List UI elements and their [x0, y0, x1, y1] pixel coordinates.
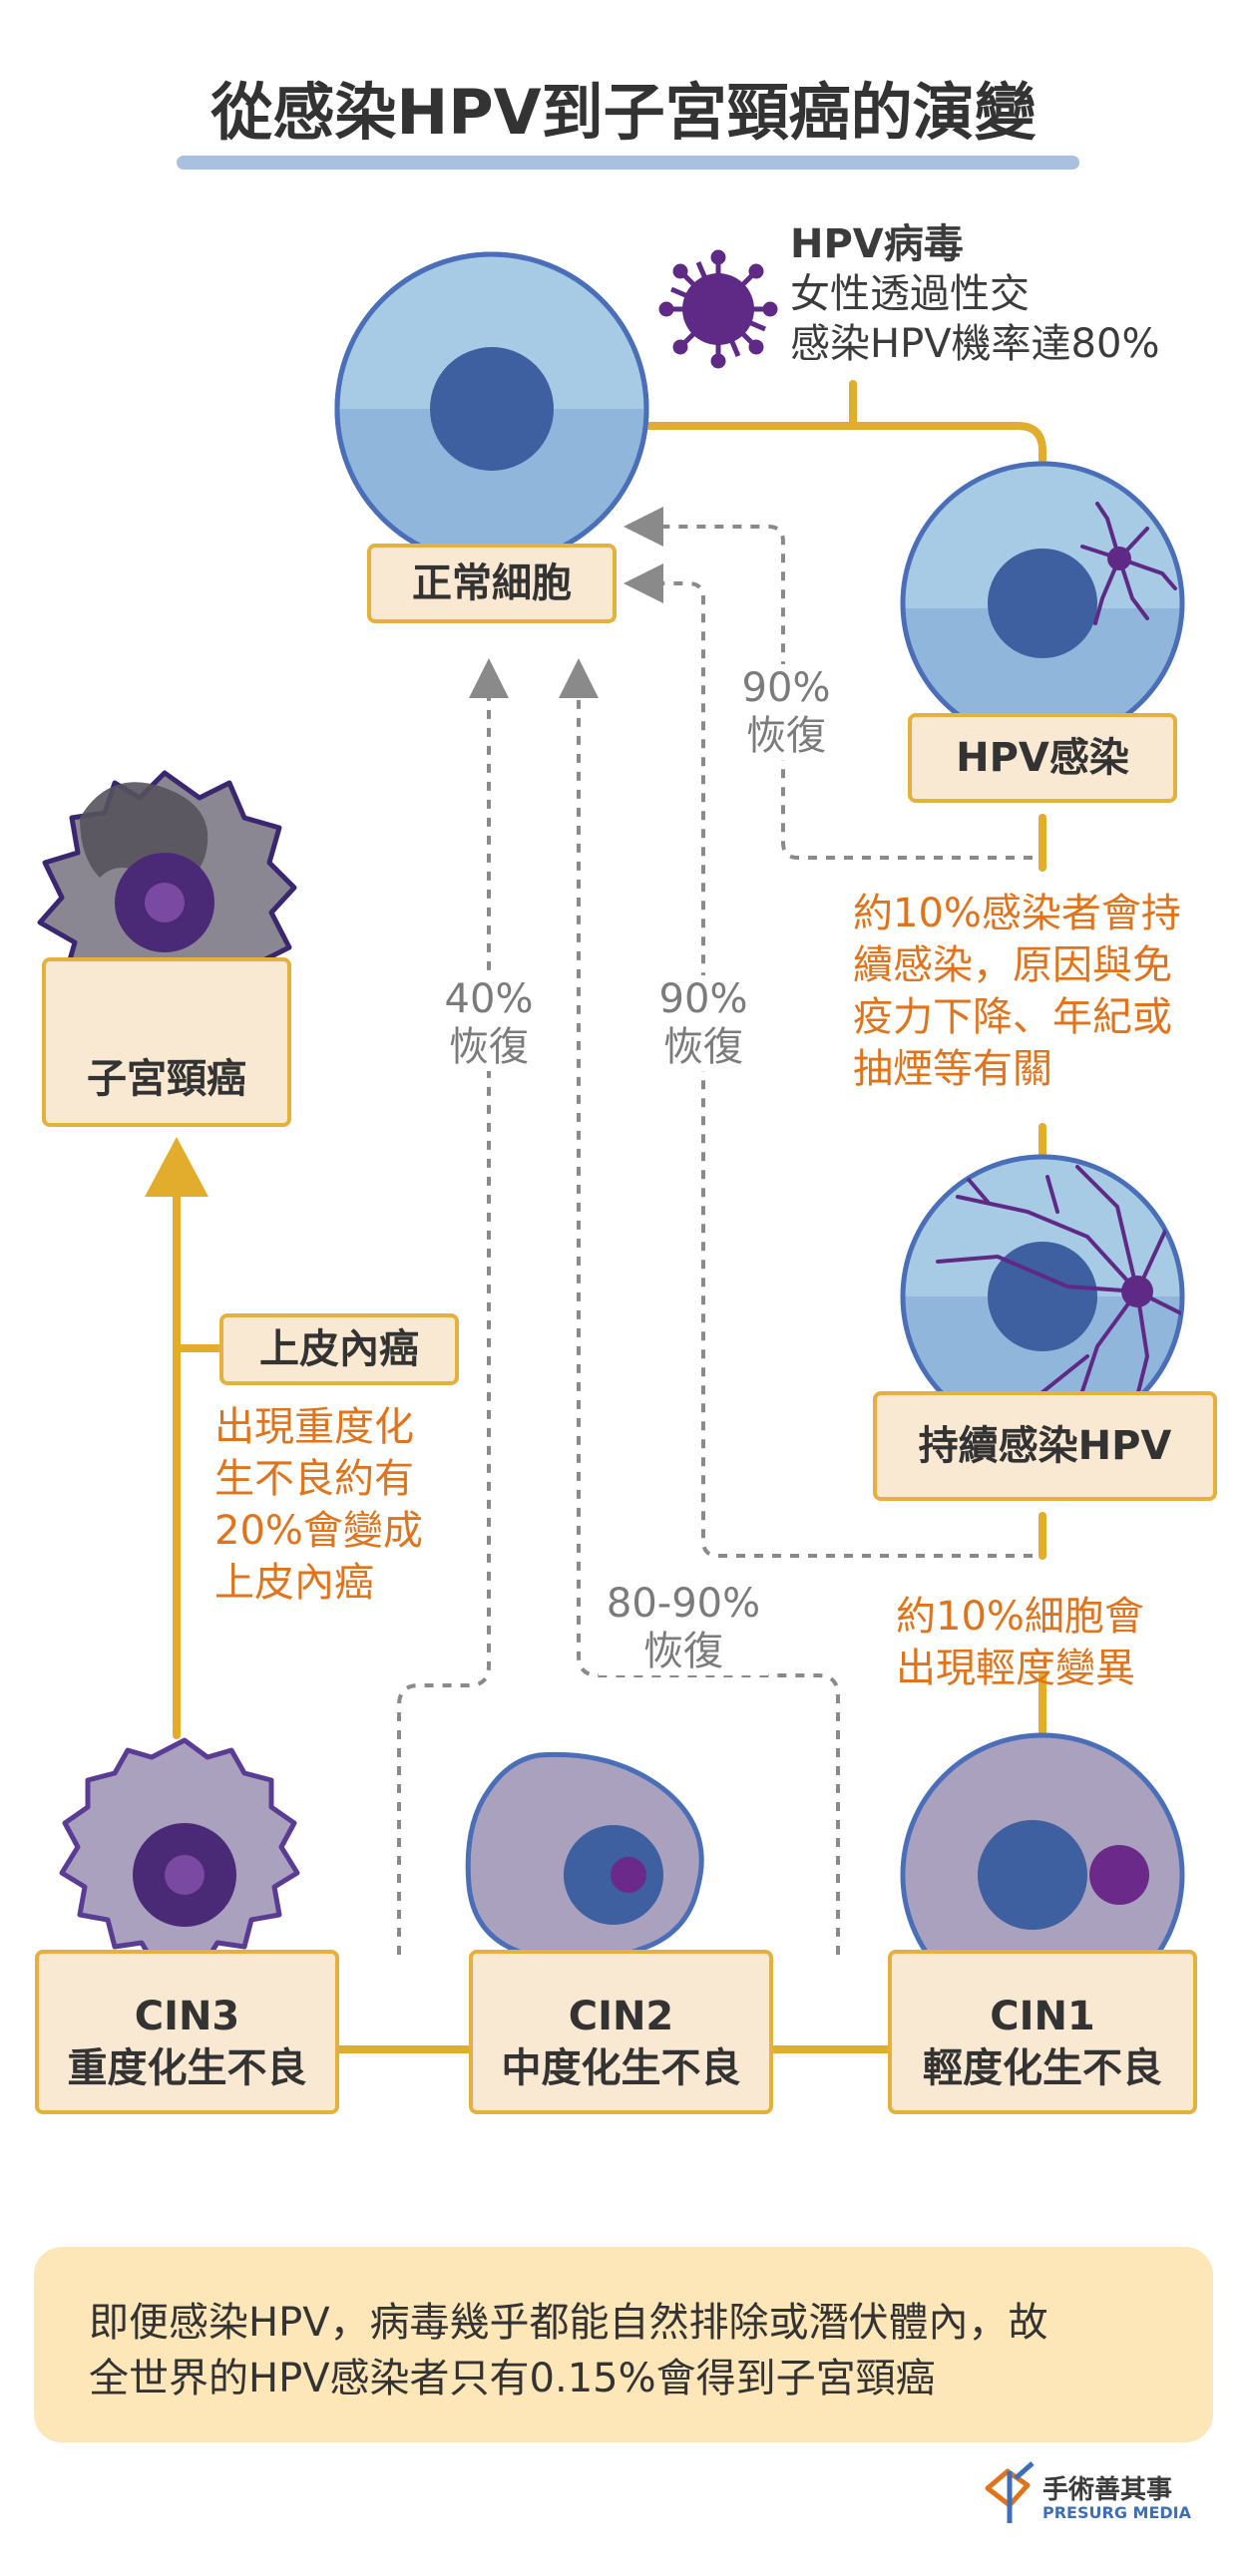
cin2-label-box: CIN2 中度化生不良 — [469, 1950, 773, 2114]
normal-cell-illustration — [334, 251, 649, 566]
persistent-note-line-1: 約10%感染者會持 — [853, 891, 1181, 936]
virus-text-line-1: 女性透過性交 — [790, 271, 1030, 317]
cin1-recovery-percent: 80-90% — [606, 1581, 761, 1627]
page-title: 從感染HPV到子宮頸癌的演變 — [210, 76, 1037, 149]
cin2-name: 中度化生不良 — [501, 2045, 741, 2091]
cin3-recovery-percent: 40% — [444, 976, 534, 1022]
persistent-note-line-2: 續感染，原因與免 — [853, 942, 1172, 988]
severe-note-line-2: 生不良約有 — [214, 1456, 414, 1502]
cin2-cell-illustration — [465, 1751, 704, 1967]
persistent-note-line-4: 抽煙等有關 — [853, 1046, 1052, 1092]
persistent-recovery-text: 恢復 — [663, 1024, 743, 1070]
severe-note-line-1: 出現重度化 — [214, 1404, 414, 1450]
hpv-recovery-label: 90% 恢復 — [736, 664, 836, 760]
virus-text-line-2: 感染HPV機率達80% — [790, 321, 1160, 367]
cin3-recovery-label: 40% 恢復 — [439, 975, 539, 1071]
mild-note-line-2: 出現輕度變異 — [896, 1646, 1135, 1691]
cin1-label-box: CIN1 輕度化生不良 — [888, 1950, 1197, 2114]
cin3-name: 重度化生不良 — [67, 2045, 307, 2091]
persistent-note-line-3: 疫力下降、年紀或 — [853, 994, 1172, 1040]
cin3-cell-illustration — [59, 1737, 300, 1970]
normal-cell-label-box: 正常細胞 — [367, 544, 617, 623]
connector-lines — [173, 380, 1046, 2053]
mild-change-note: 約10%細胞會 出現輕度變異 — [896, 1591, 1144, 1694]
severe-dysplasia-note: 出現重度化 生不良約有 20%會變成 上皮內癌 — [214, 1401, 423, 1609]
persistent-infection-label-box: 持續感染HPV — [873, 1391, 1217, 1501]
progression-arrow-head — [145, 1137, 208, 1197]
virus-icon — [658, 249, 778, 369]
severe-note-line-3: 20%會變成 — [214, 1508, 423, 1554]
summary-line-2: 全世界的HPV感染者只有0.15%會得到子宮頸癌 — [89, 2356, 936, 2401]
hpv-recovery-text: 恢復 — [746, 713, 826, 759]
virus-heading: HPV病毒 — [790, 221, 964, 267]
persistent-recovery-label: 90% 恢復 — [653, 975, 753, 1071]
summary-line-1: 即便感染HPV，病毒幾乎都能自然排除或潛伏體內，故 — [89, 2300, 1048, 2346]
brand-name: 手術善其事 — [1042, 2475, 1173, 2505]
cin1-code: CIN1 — [990, 1994, 1095, 2039]
persistent-infection-label: 持續感染HPV — [918, 1423, 1172, 1469]
cin3-recovery-text: 恢復 — [449, 1024, 529, 1070]
brand-logo-mark — [985, 2461, 1035, 2523]
persistent-recovery-percent: 90% — [658, 976, 748, 1022]
mild-note-line-1: 約10%細胞會 — [896, 1594, 1144, 1640]
cin2-code: CIN2 — [568, 1994, 674, 2039]
summary-note: 即便感染HPV，病毒幾乎都能自然排除或潛伏體內，故 全世界的HPV感染者只有0.… — [34, 2247, 1213, 2442]
cin3-label-box: CIN3 重度化生不良 — [35, 1950, 339, 2114]
cin3-code: CIN3 — [134, 1994, 240, 2039]
carcinoma-in-situ-label: 上皮內癌 — [259, 1326, 419, 1372]
cancer-label: 子宮頸癌 — [87, 1056, 246, 1102]
title-underline — [177, 156, 1079, 170]
cancer-label-box: 子宮頸癌 — [42, 957, 291, 1127]
carcinoma-in-situ-label-box: 上皮內癌 — [219, 1313, 459, 1385]
normal-cell-label: 正常細胞 — [412, 560, 572, 606]
brand-subtitle: PRESURG MEDIA — [1042, 2503, 1191, 2522]
hpv-infection-label-box: HPV感染 — [908, 713, 1177, 803]
cin1-recovery-text: 恢復 — [643, 1629, 723, 1674]
hpv-recovery-percent: 90% — [741, 665, 831, 711]
persistent-infection-note: 約10%感染者會持 續感染，原因與免 疫力下降、年紀或 抽煙等有關 — [853, 888, 1181, 1095]
cin1-recovery-label: 80-90% 恢復 — [599, 1580, 768, 1675]
hpv-infected-cell-illustration — [900, 461, 1185, 746]
cin1-name: 輕度化生不良 — [923, 2045, 1162, 2091]
severe-note-line-4: 上皮內癌 — [214, 1560, 374, 1606]
hpv-infection-label: HPV感染 — [956, 735, 1129, 781]
